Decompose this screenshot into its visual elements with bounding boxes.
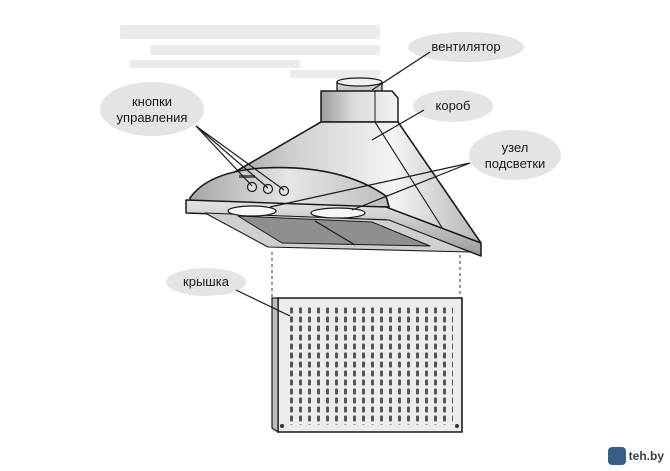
watermark-logo-icon: [607, 447, 626, 465]
light-label-bubble: [469, 130, 561, 180]
controls-label-line1: кнопки: [132, 94, 172, 109]
duct-label: короб: [436, 98, 471, 113]
background-sketch: [120, 25, 380, 78]
duct-box: [320, 90, 399, 123]
underside-recess: [237, 215, 431, 247]
fan-collar-top: [336, 77, 383, 87]
fan-label: вентилятор: [431, 39, 500, 54]
watermark-text: teh.by: [628, 449, 664, 463]
controls-leader-3: [195, 125, 285, 191]
controls-label-bubble: [100, 82, 204, 136]
controls-label-line2: управления: [117, 110, 188, 125]
light-unit-right: [310, 207, 366, 219]
controls-leader-1: [195, 125, 253, 187]
cover-label-bubble: [166, 268, 246, 296]
light-unit-left: [227, 205, 277, 217]
projection-lines: [271, 252, 461, 300]
light-label-line2: подсветки: [485, 156, 546, 171]
control-buttons: [239, 175, 290, 197]
light-label-line1: узел: [502, 140, 529, 155]
duct-label-bubble: [413, 90, 493, 122]
brand-mark: [239, 175, 255, 178]
fan-label-bubble: [408, 32, 524, 62]
light-leader-2: [351, 162, 471, 211]
duct-leader: [371, 109, 425, 141]
watermark: teh.by: [607, 446, 664, 466]
filter-cover: [271, 297, 463, 434]
leader-lines: [195, 51, 471, 317]
hood-body-edge: [374, 121, 449, 238]
light-leader-1: [269, 162, 471, 208]
fan-leader: [371, 51, 431, 91]
control-button-1: [246, 181, 258, 193]
cover-label: крышка: [183, 274, 230, 289]
cover-leader: [235, 289, 291, 317]
controls-leader-2: [195, 125, 269, 189]
underside-divider: [314, 220, 356, 246]
